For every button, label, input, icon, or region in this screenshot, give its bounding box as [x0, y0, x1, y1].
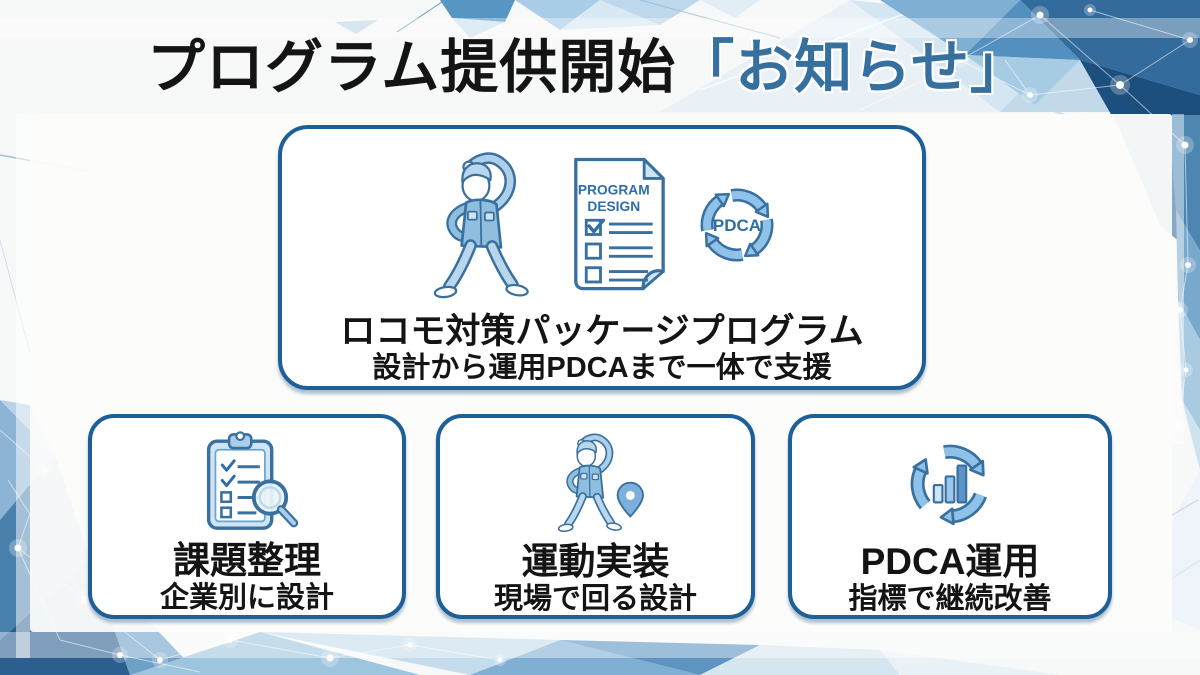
main-card-illustrations: PROGRAM DESIGN PDCA	[417, 139, 787, 311]
pdca-cycle-chart-icon	[896, 430, 1004, 538]
stretching-worker-pin-icon	[526, 430, 666, 538]
document-title-line1: PROGRAM	[578, 183, 650, 198]
page-title-main: プログラム提供開始	[146, 35, 677, 100]
program-design-document-icon: PROGRAM DESIGN	[574, 157, 665, 291]
feature-card-issues: 課題整理 企業別に設計	[88, 414, 406, 619]
page-title-highlight: 「お知らせ」	[676, 35, 1030, 100]
feature-card-title: PDCA運用	[860, 541, 1040, 582]
feature-card-subtitle: 企業別に設計	[159, 581, 334, 614]
feature-card-title: 運動実装	[521, 541, 670, 582]
main-program-card: PROGRAM DESIGN PDCA ロコモ対策パッケージプログラム 設計から…	[278, 125, 926, 390]
page-title: プログラム提供開始「お知らせ」	[0, 20, 1176, 110]
pdca-cycle-icon: PDCA	[687, 175, 787, 275]
bar-chart-glyph	[932, 464, 968, 504]
feature-card-pdca: PDCA運用 指標で継続改善	[788, 414, 1112, 619]
location-pin-icon	[616, 481, 644, 518]
feature-card-subtitle: 現場で回る設計	[493, 582, 697, 615]
clipboard-magnifier-icon	[191, 430, 303, 537]
feature-card-subtitle: 指標で継続改善	[848, 582, 1052, 615]
feature-card-exercise: 運動実装 現場で回る設計	[436, 414, 755, 619]
main-card-heading: ロコモ対策パッケージプログラム	[340, 312, 864, 351]
stretching-worker-icon	[417, 149, 551, 301]
main-card-subheading: 設計から運用PDCAまで一体で支援	[372, 351, 832, 384]
document-title-line2: DESIGN	[587, 199, 640, 214]
pdca-label: PDCA	[713, 216, 761, 235]
feature-card-title: 課題整理	[173, 539, 321, 581]
